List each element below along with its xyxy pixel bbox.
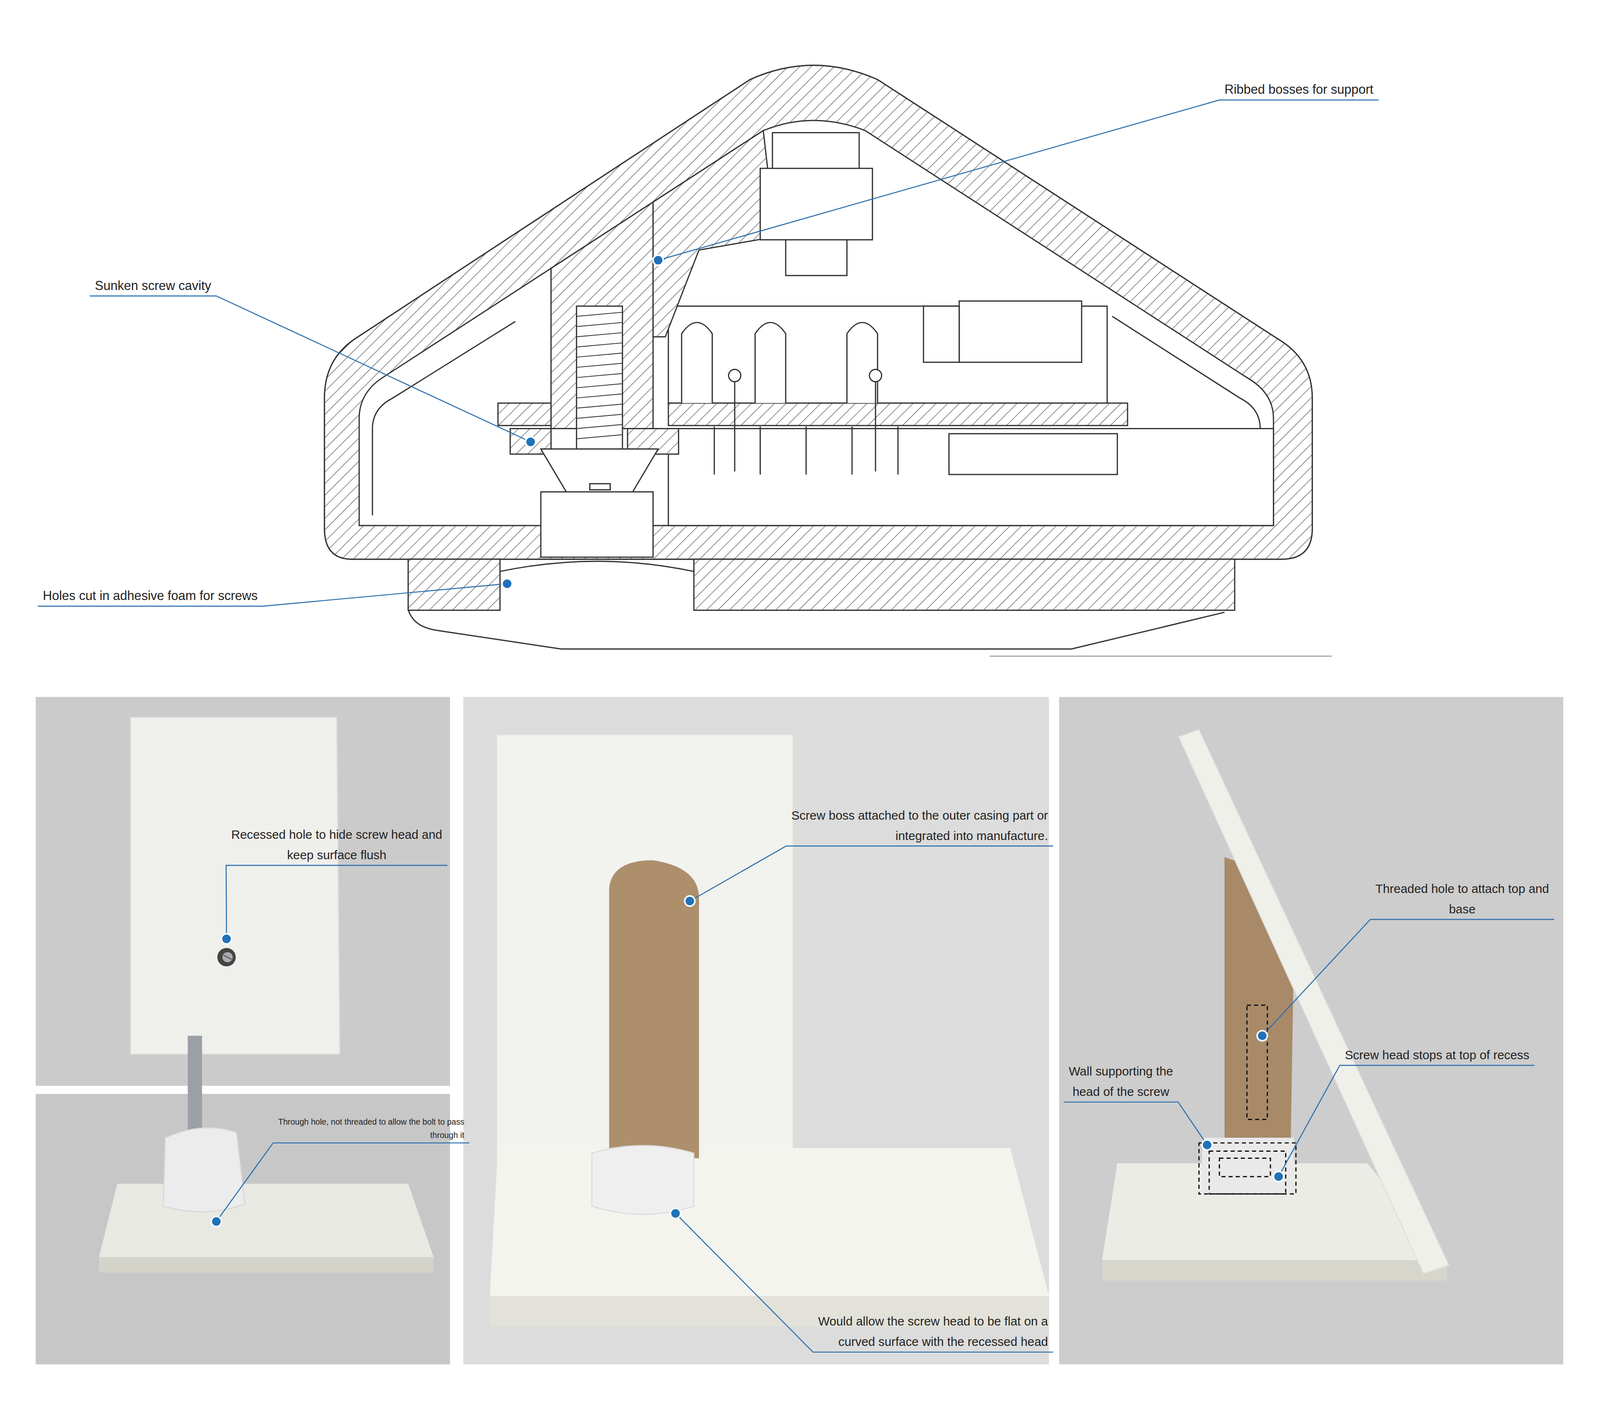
leader-dot <box>684 895 695 906</box>
photo-panel <box>35 697 450 1086</box>
photo-panel <box>1059 697 1564 1365</box>
leader-line <box>216 1142 470 1222</box>
callout-label: Through hole, not threaded to allow the … <box>255 1115 465 1143</box>
leader-dot <box>525 436 536 447</box>
photo-panel <box>463 697 1050 1365</box>
leader-line <box>1278 1065 1535 1177</box>
leader-dot <box>1202 1140 1213 1150</box>
leader-line <box>658 100 1379 260</box>
photo-panel <box>35 1035 450 1365</box>
leader-line <box>90 295 531 442</box>
leader-line <box>1063 1102 1208 1145</box>
callout-label: Screw boss attached to the outer casing … <box>790 805 1048 846</box>
callout-label: Wall supporting the head of the screw <box>1057 1061 1185 1103</box>
leader-dot <box>221 933 232 944</box>
leader-line <box>675 1213 1053 1353</box>
leader-dot <box>211 1216 222 1227</box>
callout-label: Recessed hole to hide screw head and kee… <box>229 824 444 866</box>
callout-label: Holes cut in adhesive foam for screws <box>42 585 258 608</box>
callout-label: Ribbed bosses for support <box>1224 79 1374 101</box>
leader-line <box>1262 919 1555 1036</box>
leader-dot <box>1273 1171 1284 1182</box>
leader-line <box>690 845 1054 901</box>
leader-dot <box>670 1208 681 1219</box>
callout-label: Threaded hole to attach top and base <box>1370 878 1555 920</box>
leader-dot <box>652 255 663 265</box>
callout-label: Screw head stops at top of recess <box>1345 1045 1530 1066</box>
section-drawing <box>324 65 1332 657</box>
leader-dot <box>502 578 513 589</box>
leader-dot <box>1257 1030 1268 1041</box>
callout-label: Sunken screw cavity <box>95 275 212 297</box>
leader-line <box>226 865 448 939</box>
callout-label: Would allow the screw head to be flat on… <box>790 1311 1048 1353</box>
